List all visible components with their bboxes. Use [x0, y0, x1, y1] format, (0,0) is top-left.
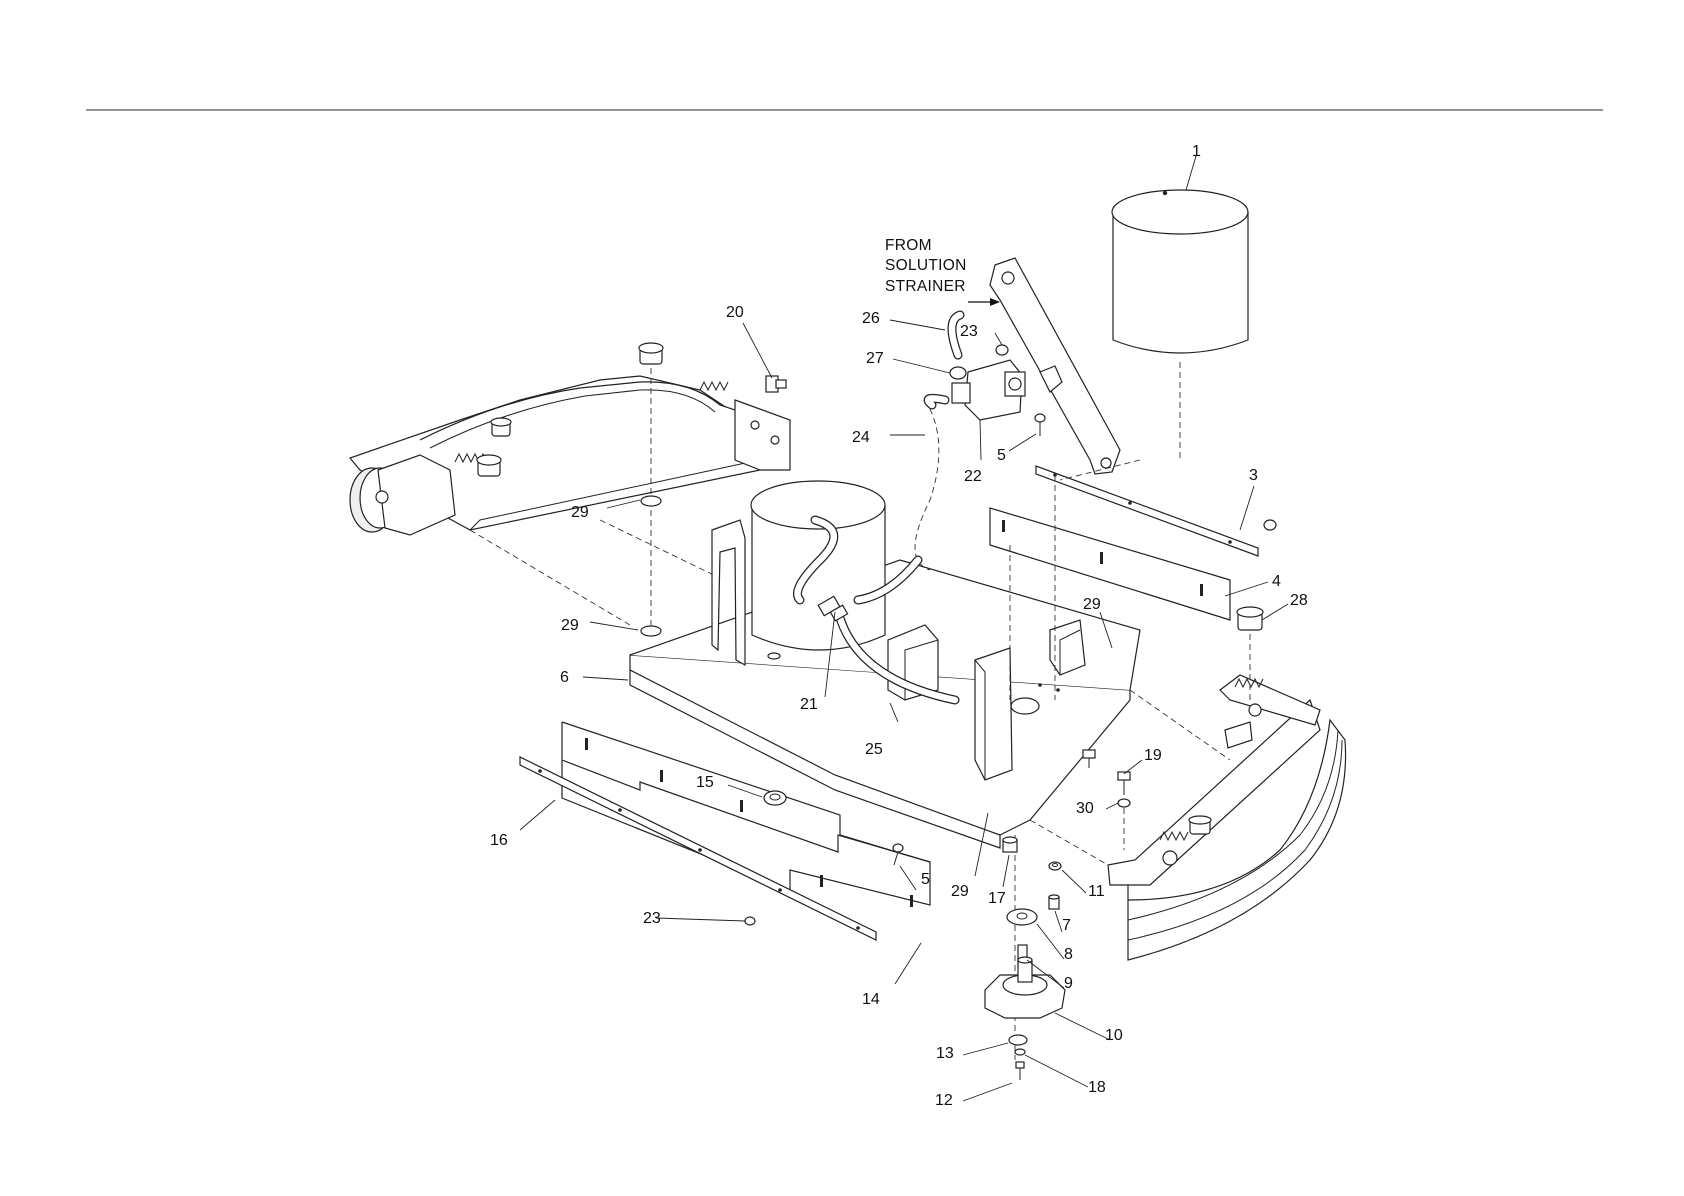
part-17-bushing [1003, 837, 1017, 852]
callout-7: 7 [1062, 917, 1071, 934]
callout-26: 26 [862, 310, 880, 327]
part-1-cover [1112, 190, 1248, 353]
part-23-nut-lower [745, 917, 755, 925]
part-19-bolt [1118, 772, 1130, 795]
knob-left-a [639, 343, 663, 364]
part-10-pad-driver [985, 957, 1065, 1018]
note-line-1: FROM [885, 237, 932, 254]
part-20-elbow [766, 376, 786, 392]
solution-tank [751, 481, 885, 659]
callout-27: 27 [866, 350, 884, 367]
flow-arrow [968, 298, 1000, 306]
callout-29-d: 29 [951, 883, 969, 900]
callout-8: 8 [1064, 946, 1073, 963]
right-squeegee-arm [1108, 607, 1346, 960]
part-27-clamp [950, 367, 966, 379]
callout-28: 28 [1290, 592, 1308, 609]
part-5-screw-upper [1035, 414, 1045, 436]
callout-15: 15 [696, 774, 714, 791]
callout-23-upper: 23 [960, 323, 978, 340]
callout-5-upper: 5 [997, 447, 1006, 464]
callout-20: 20 [726, 304, 744, 321]
part-30-washer [1118, 799, 1130, 807]
left-arm-dashline-a [470, 530, 630, 625]
callout-10: 10 [1105, 1027, 1123, 1044]
part-12-screw [1016, 1062, 1024, 1080]
callout-24: 24 [852, 429, 870, 446]
part-28-knob [1237, 607, 1263, 630]
part-29-washer-a [641, 496, 661, 506]
callout-5-lower: 5 [921, 871, 930, 888]
part-28-nut-strip [1264, 520, 1276, 530]
callout-13: 13 [936, 1045, 954, 1062]
callout-29-c: 29 [1083, 596, 1101, 613]
knob-left-b [477, 455, 501, 476]
callout-1: 1 [1192, 143, 1201, 160]
callout-25: 25 [865, 741, 883, 758]
part-29-washer-b [641, 626, 661, 636]
left-squeegee-arm [350, 343, 790, 535]
deck-bracket-b [975, 648, 1012, 780]
part-15-nut [764, 791, 786, 805]
callout-4: 4 [1272, 573, 1281, 590]
callout-30: 30 [1076, 800, 1094, 817]
part-13-washer [1009, 1035, 1027, 1045]
callout-18: 18 [1088, 1079, 1106, 1096]
part-8-washer [1007, 909, 1037, 925]
callout-6: 6 [560, 669, 569, 686]
callout-9: 9 [1064, 975, 1073, 992]
callout-12: 12 [935, 1092, 953, 1109]
part-7-pin [1049, 895, 1059, 909]
callout-14: 14 [862, 991, 880, 1008]
knob-right-a [1189, 816, 1211, 834]
deck-to-right-arm-dashline [1030, 820, 1108, 865]
knob-left-c [491, 418, 511, 436]
callout-16: 16 [490, 832, 508, 849]
callout-11: 11 [1088, 883, 1105, 900]
part-23-nut-upper [996, 345, 1008, 355]
note-line-2: SOLUTION [885, 257, 967, 274]
callout-21: 21 [800, 696, 818, 713]
callout-22: 22 [964, 468, 982, 485]
part-26-hose [952, 315, 960, 355]
deck-bolt [1083, 750, 1095, 768]
note-line-3: STRAINER [885, 278, 966, 295]
callout-29-a: 29 [571, 504, 589, 521]
callout-3: 3 [1249, 467, 1258, 484]
left-arm-dashline-b [600, 520, 720, 578]
part-18-lockwasher [1015, 1049, 1025, 1055]
callout-23-lower: 23 [643, 910, 661, 927]
part-11-nut [1049, 862, 1061, 870]
callout-17: 17 [988, 890, 1006, 907]
callout-29-b: 29 [561, 617, 579, 634]
callout-19: 19 [1144, 747, 1162, 764]
solution-strainer-note: FROM SOLUTION STRAINER [885, 237, 967, 295]
